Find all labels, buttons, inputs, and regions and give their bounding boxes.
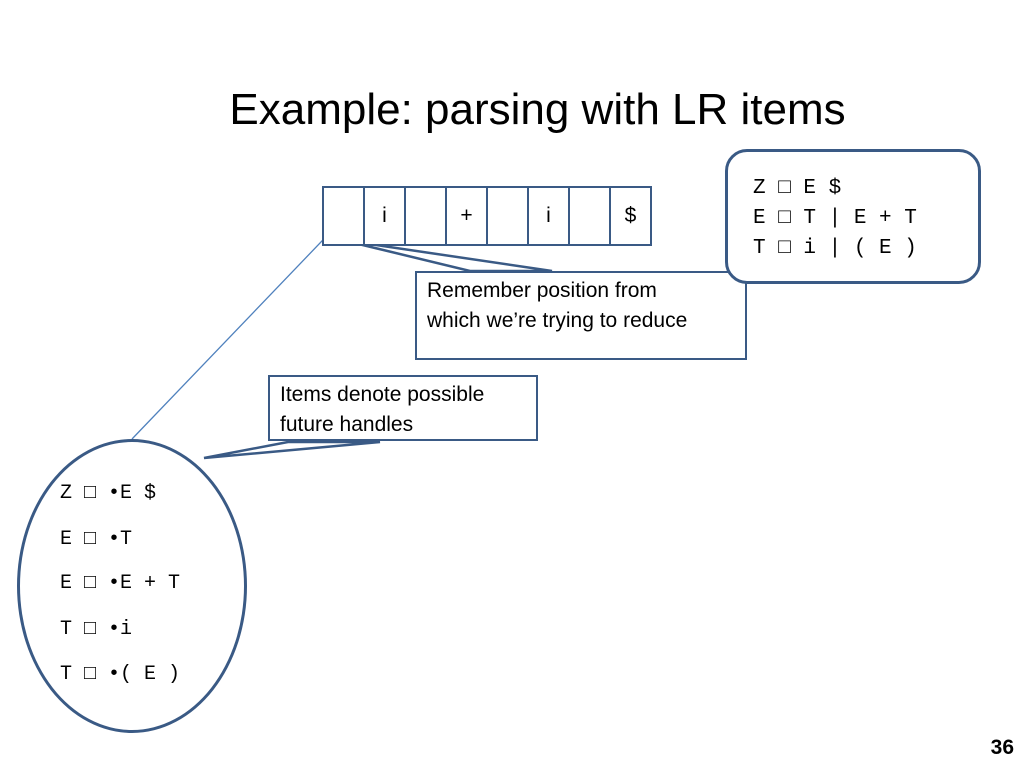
tape-cell: i <box>527 186 570 246</box>
position-callout-line-2: which we’re trying to reduce <box>427 309 688 332</box>
lr-item: Z □ •E $ <box>60 482 157 505</box>
tape-cell: $ <box>609 186 652 246</box>
lr-item: E □ •T <box>60 528 133 551</box>
lr-items-oval <box>17 439 247 733</box>
grammar-rule-t: T □ i | ( E ) <box>753 237 917 260</box>
slide-title: Example: parsing with LR items <box>229 85 846 134</box>
position-callout-line-1: Remember position from <box>427 279 657 302</box>
tape-cell <box>322 186 365 246</box>
tape-cell: i <box>363 186 406 246</box>
handles-callout-line-1: Items denote possible <box>280 383 485 406</box>
lr-item: T □ •i <box>60 618 133 641</box>
position-callout: Remember position from which we’re tryin… <box>415 271 747 360</box>
handles-callout-line-2: future handles <box>280 413 414 436</box>
tape-cell: + <box>445 186 488 246</box>
handles-callout: Items denote possible future handles <box>268 375 538 441</box>
input-tape: i + i $ <box>322 186 652 246</box>
tape-cell <box>404 186 447 246</box>
position-arrow <box>131 218 344 440</box>
grammar-box: Z □ E $ E □ T | E + T T □ i | ( E ) <box>725 149 981 284</box>
lr-item: T □ •( E ) <box>60 663 181 686</box>
grammar-rule-z: Z □ E $ <box>753 177 842 200</box>
tape-cell <box>486 186 529 246</box>
grammar-rule-e: E □ T | E + T <box>753 207 917 230</box>
handles-callout-pointer <box>203 440 381 460</box>
lr-item: E □ •E + T <box>60 572 181 595</box>
tape-cell <box>568 186 611 246</box>
page-number: 36 <box>990 736 1014 759</box>
